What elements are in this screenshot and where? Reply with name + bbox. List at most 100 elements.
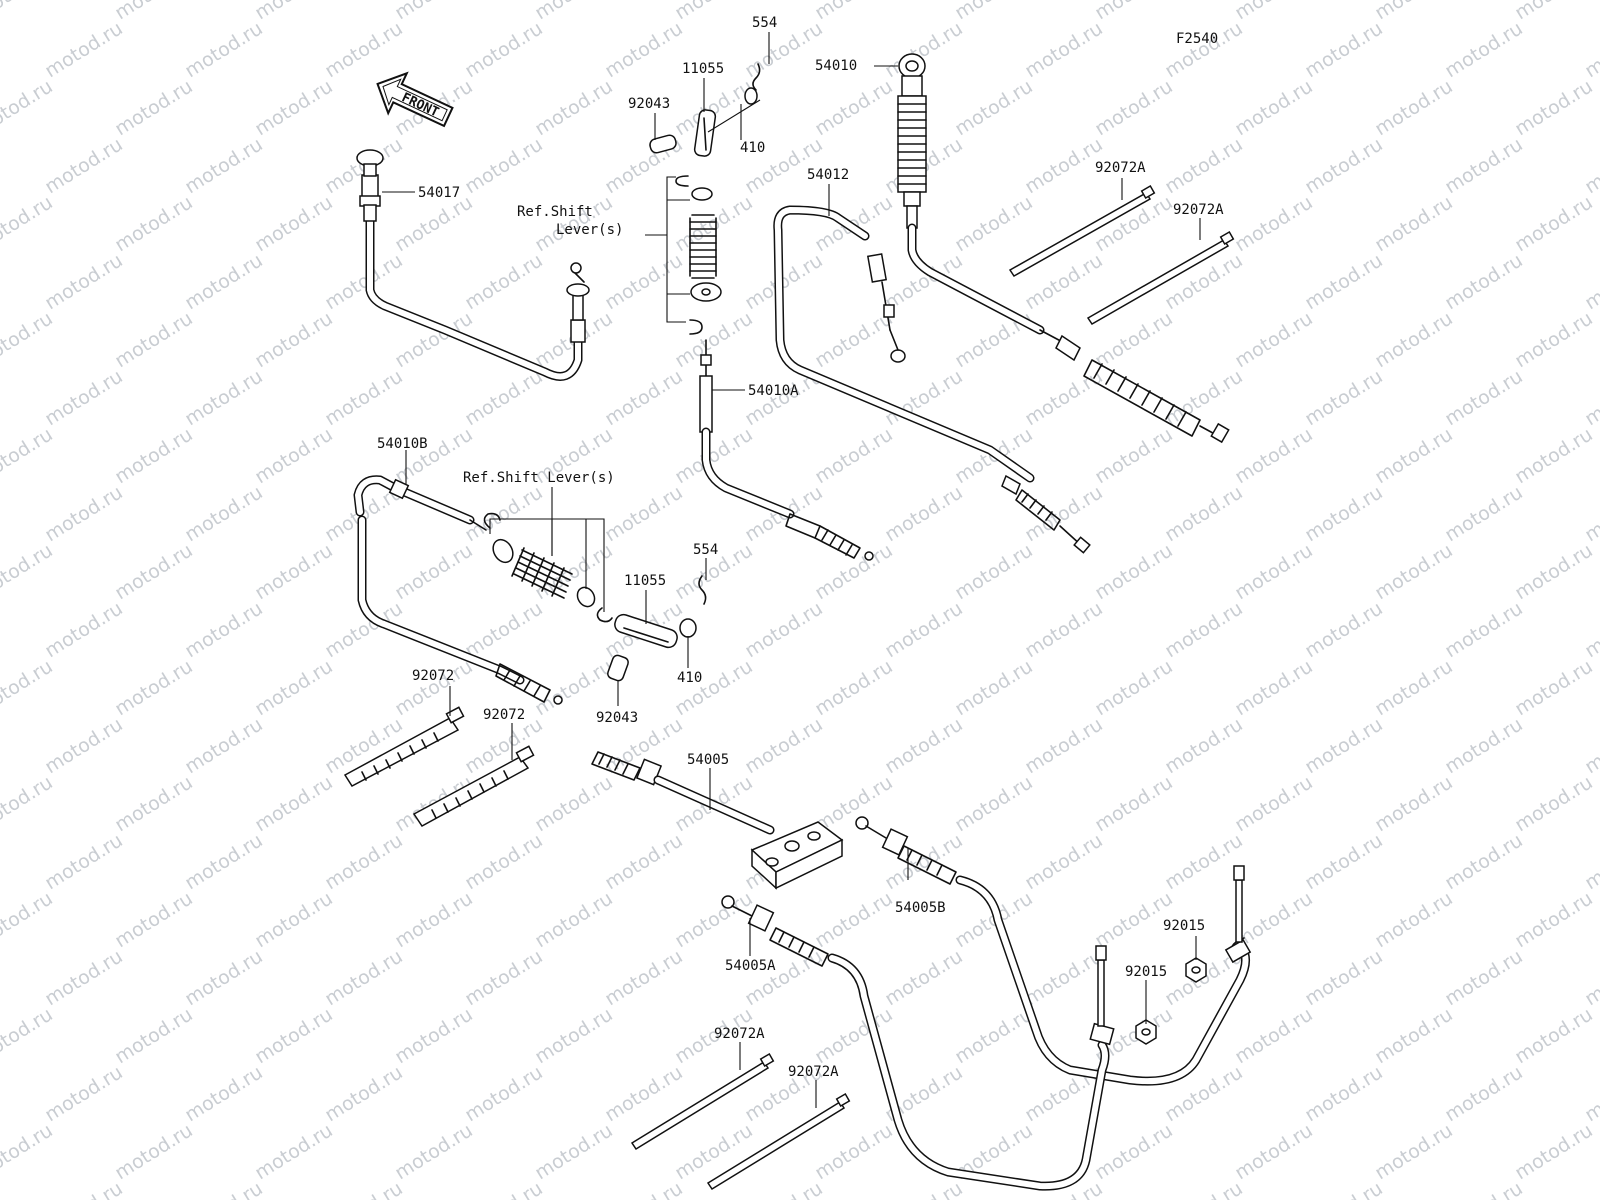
watermark-text: motod.ru <box>1161 713 1247 778</box>
watermark-text: motod.ru <box>461 1061 547 1126</box>
watermark-text: motod.ru <box>881 481 967 546</box>
watermark-text: motod.ru <box>111 655 197 720</box>
watermark-text: motod.ru <box>251 423 337 488</box>
cable-54010 <box>897 53 1230 444</box>
cable-54017 <box>356 149 590 381</box>
watermark-text: motod.ru <box>41 713 127 778</box>
watermark-text: motod.ru <box>1021 713 1107 778</box>
watermark-text: motod.ru <box>251 655 337 720</box>
watermark-text: motod.ru <box>1301 597 1387 662</box>
watermark-text: motod.ru <box>181 249 267 314</box>
watermark-text: motod.ru <box>1301 945 1387 1010</box>
watermark-text: motod.ru <box>1021 829 1107 894</box>
watermark-text: motod.ru <box>0 307 57 372</box>
watermark-text: motod.ru <box>1231 655 1317 720</box>
watermark-text: motod.ru <box>181 365 267 430</box>
watermark-text: motod.ru <box>461 1177 547 1200</box>
watermark-text: motod.ru <box>1091 423 1177 488</box>
watermark-text: motod.ru <box>811 655 897 720</box>
watermark-text: motod.ru <box>671 191 757 256</box>
label-54010A: 54010A <box>748 383 799 399</box>
watermark-text: motod.ru <box>671 0 757 24</box>
watermark-text: motod.ru <box>1231 539 1317 604</box>
label-11055-top: 11055 <box>682 61 724 77</box>
watermark-text: motod.ru <box>951 539 1037 604</box>
label-92015-2: 92015 <box>1125 964 1167 980</box>
watermark-text: motod.ru <box>531 771 617 836</box>
nut-92015-1 <box>1185 957 1207 983</box>
watermark-text: motod.ru <box>601 829 687 894</box>
watermark-text: motod.ru <box>1581 365 1600 430</box>
watermark-text: motod.ru <box>251 1003 337 1068</box>
watermark-text: motod.ru <box>1511 0 1597 24</box>
watermark-text: motod.ru <box>41 1061 127 1126</box>
watermark-text: motod.ru <box>1441 481 1527 546</box>
watermark-text: motod.ru <box>461 829 547 894</box>
adjuster-54012 <box>1001 474 1061 531</box>
label-54005A: 54005A <box>725 958 776 974</box>
watermark-text: motod.ru <box>391 0 477 24</box>
cable-54010A <box>699 339 874 561</box>
watermark-text: motod.ru <box>951 191 1037 256</box>
watermark-text: motod.ru <box>391 539 477 604</box>
watermark-text: motod.ru <box>671 655 757 720</box>
watermark-text: motod.ru <box>531 0 617 24</box>
watermark-text: motod.ru <box>601 1177 687 1200</box>
watermark-text: motod.ru <box>391 191 477 256</box>
watermark-text: motod.ru <box>1161 481 1247 546</box>
watermark-text: motod.ru <box>41 249 127 314</box>
watermark-text: motod.ru <box>0 75 57 140</box>
watermark-text: motod.ru <box>1511 423 1597 488</box>
watermark-text: motod.ru <box>251 191 337 256</box>
watermark-text: motod.ru <box>391 887 477 952</box>
spring-top <box>689 214 717 279</box>
watermark-text: motod.ru <box>461 597 547 662</box>
watermark-text: motod.ru <box>111 423 197 488</box>
cable-tie-92072A-top-1 <box>1008 185 1156 277</box>
figure-code: F2540 <box>1176 31 1218 47</box>
cable-54010B <box>353 475 563 705</box>
label-92072A-2: 92072A <box>1173 202 1224 218</box>
watermark-text: motod.ru <box>1371 771 1457 836</box>
watermark-text: motod.ru <box>1371 191 1457 256</box>
watermark-text: motod.ru <box>1021 597 1107 662</box>
watermark-text: motod.ru <box>1091 655 1177 720</box>
watermark-text: motod.ru <box>41 1177 127 1200</box>
watermark-text: motod.ru <box>1581 1061 1600 1126</box>
label-92043-mid: 92043 <box>596 710 638 726</box>
watermark-text: motod.ru <box>741 945 827 1010</box>
leader-lines <box>382 32 1201 1108</box>
watermark-text: motod.ru <box>531 1003 617 1068</box>
watermark-text: motod.ru <box>601 249 687 314</box>
watermark-text: motod.ru <box>741 1177 827 1200</box>
watermark-text: motod.ru <box>251 0 337 24</box>
watermark-text: motod.ru <box>1371 655 1457 720</box>
watermark-text: motod.ru <box>111 0 197 24</box>
watermark-text: motod.ru <box>251 771 337 836</box>
watermark-text: motod.ru <box>1021 133 1107 198</box>
watermark-text: motod.ru <box>1231 423 1317 488</box>
watermark-text: motod.ru <box>41 945 127 1010</box>
watermark-text: motod.ru <box>1371 1003 1457 1068</box>
cable-tie-92072-1 <box>343 706 465 787</box>
label-54012: 54012 <box>807 167 849 183</box>
watermark-text: motod.ru <box>1161 1177 1247 1200</box>
watermark-text: motod.ru <box>1301 1177 1387 1200</box>
watermark-text: motod.ru <box>811 423 897 488</box>
watermark-text: motod.ru <box>321 17 407 82</box>
watermark-text: motod.ru <box>251 887 337 952</box>
watermark-text: motod.ru <box>321 1177 407 1200</box>
watermark-text: motod.ru <box>601 365 687 430</box>
watermark-text: motod.ru <box>531 75 617 140</box>
label-92015-1: 92015 <box>1163 918 1205 934</box>
shift-lever-parts-top <box>645 63 761 335</box>
callout-labels: 554 11055 92043 410 54010 54017 54012 92… <box>377 15 1224 1080</box>
watermark-text: motod.ru <box>1161 829 1247 894</box>
watermark-text: motod.ru <box>741 713 827 778</box>
shift-lever-parts-mid <box>483 512 707 682</box>
cable-tie-92072A-bottom-1 <box>630 1053 775 1151</box>
watermark-text: motod.ru <box>1511 655 1597 720</box>
cable-54005 <box>591 751 844 890</box>
watermark-text: motod.ru <box>671 307 757 372</box>
